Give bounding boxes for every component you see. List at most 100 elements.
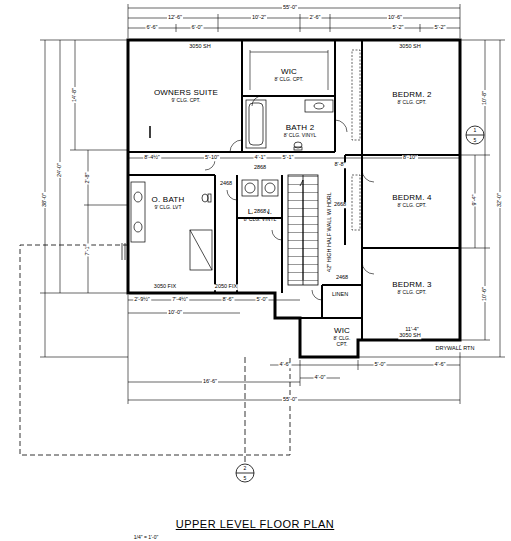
door-swings (230, 140, 242, 152)
room: BEDRM. 28' CLG. CPT. (366, 44, 458, 152)
dimension-label: 10'-6" (387, 15, 403, 21)
dimension-lines (218, 14, 219, 32)
closets (250, 50, 360, 230)
door-swings (227, 190, 237, 200)
dimension-label: 14'-8" (72, 87, 78, 103)
dimension-label: 3050 SH (398, 44, 421, 50)
room-note: 8' CLG. CPT. (274, 77, 303, 83)
dimension-lines (460, 40, 505, 41)
dimension-label: 2050 FIX (214, 284, 238, 290)
dimension-lines (460, 155, 490, 156)
fixtures (202, 194, 208, 202)
interior-walls (281, 175, 283, 293)
interior-walls (361, 40, 363, 340)
dimension-label: 2'-8" (85, 172, 91, 185)
interior-walls (128, 174, 215, 176)
dimension-label: 55'-0" (282, 397, 298, 403)
dimension-lines (358, 360, 359, 370)
dimension-label: 4'-6" (434, 362, 447, 368)
dimension-label: 8'-8" (334, 162, 347, 168)
interior-walls (322, 284, 362, 286)
room: WIC8' CLG. CPT. (326, 320, 358, 354)
exterior-walls (128, 40, 460, 357)
fixtures (122, 243, 123, 260)
fixtures (122, 100, 333, 270)
room-note: 9' CLG. CPT. (171, 98, 200, 104)
dimension-label: LINEN (331, 292, 349, 298)
dimension-label: 5 (243, 476, 248, 481)
dimension-label: 8'-4½" (143, 155, 161, 161)
section-markers (149, 126, 151, 138)
dimension-label: 7'-4½" (171, 297, 189, 303)
dimension-lines (330, 14, 331, 32)
dimension-lines (176, 24, 177, 32)
closets (352, 175, 360, 230)
stair (288, 175, 318, 285)
interior-walls (344, 155, 346, 245)
dimension-label: 5'-0" (374, 362, 387, 368)
room-name: WIC (334, 327, 350, 335)
dimension-label: 3050 SH (188, 44, 211, 50)
interior-walls (362, 247, 460, 249)
dimension-label: 8'-6" (222, 297, 235, 303)
dimension-label: 5'-2" (434, 25, 447, 31)
dimension-lines (128, 295, 129, 404)
dimension-label: 3050 SH (398, 333, 421, 339)
door-swings (312, 290, 322, 300)
room-name: BATH 2 (286, 124, 315, 132)
dimension-label: 10'-2" (251, 15, 267, 21)
dimension-lines (128, 313, 240, 314)
fixtures (125, 243, 126, 260)
door-swings (205, 96, 374, 300)
interior-walls (242, 95, 335, 97)
fixtures (262, 180, 278, 196)
interior-walls (128, 40, 460, 340)
section-markers (245, 357, 246, 462)
dimension-label: 2 (243, 466, 248, 471)
closets (352, 50, 360, 140)
dimension-label: 55'-0" (282, 5, 298, 11)
room-name: BEDRM. 4 (392, 194, 431, 202)
fixtures (249, 103, 263, 145)
dimension-label: 4'-6" (279, 362, 292, 368)
plan-title: UPPER LEVEL FLOOR PLAN (176, 518, 335, 530)
room: BEDRM. 48' CLG. CPT. (366, 158, 458, 244)
dimension-label: 42" HIGH HALF WALL W/ HDRL (327, 191, 333, 273)
dimension-label: 10'-6" (482, 286, 488, 302)
room: BEDRM. 38' CLG. CPT. (366, 252, 458, 324)
room: WIC8' CLG. CPT. (252, 56, 326, 94)
room-name: BEDRM. 3 (392, 281, 431, 289)
fixtures (134, 192, 142, 202)
closets (328, 50, 329, 90)
room-note: 9' CLG. LVT (155, 205, 182, 211)
dimension-lines (40, 40, 128, 41)
room-name: O. BATH (152, 196, 185, 204)
dimension-label: 2668 (333, 202, 347, 208)
dimension-label: 24'-0" (57, 162, 63, 178)
dimension-label: 2868 (253, 209, 267, 215)
section-markers (466, 126, 484, 144)
dimension-label: 2'-6" (309, 15, 322, 21)
dimension-lines (460, 4, 461, 38)
fixtures (245, 183, 255, 193)
dimension-lines (460, 340, 490, 341)
dimension-label: 10'-0" (167, 310, 183, 316)
room-name: OWNERS SUITE (154, 89, 218, 97)
interior-walls (236, 175, 238, 293)
dimension-label: 5'-2" (392, 25, 405, 31)
room-note: 8' CLG. CPT. (397, 203, 426, 209)
dimension-lines (270, 365, 460, 366)
dimension-label: 4'-1" (254, 155, 267, 161)
dimension-label: 4'-0" (314, 375, 327, 381)
dimension-lines (70, 150, 128, 151)
dimension-lines (460, 345, 461, 404)
dimension-label: 32'-0" (497, 192, 503, 208)
dimension-lines (40, 293, 128, 294)
fixtures (246, 100, 266, 148)
dimension-label: 6'-6" (146, 25, 159, 31)
room-note: 8' CLG. CPT. (397, 290, 426, 296)
lower-level-outline (20, 245, 290, 455)
dimension-label: 38'-0" (42, 192, 48, 208)
